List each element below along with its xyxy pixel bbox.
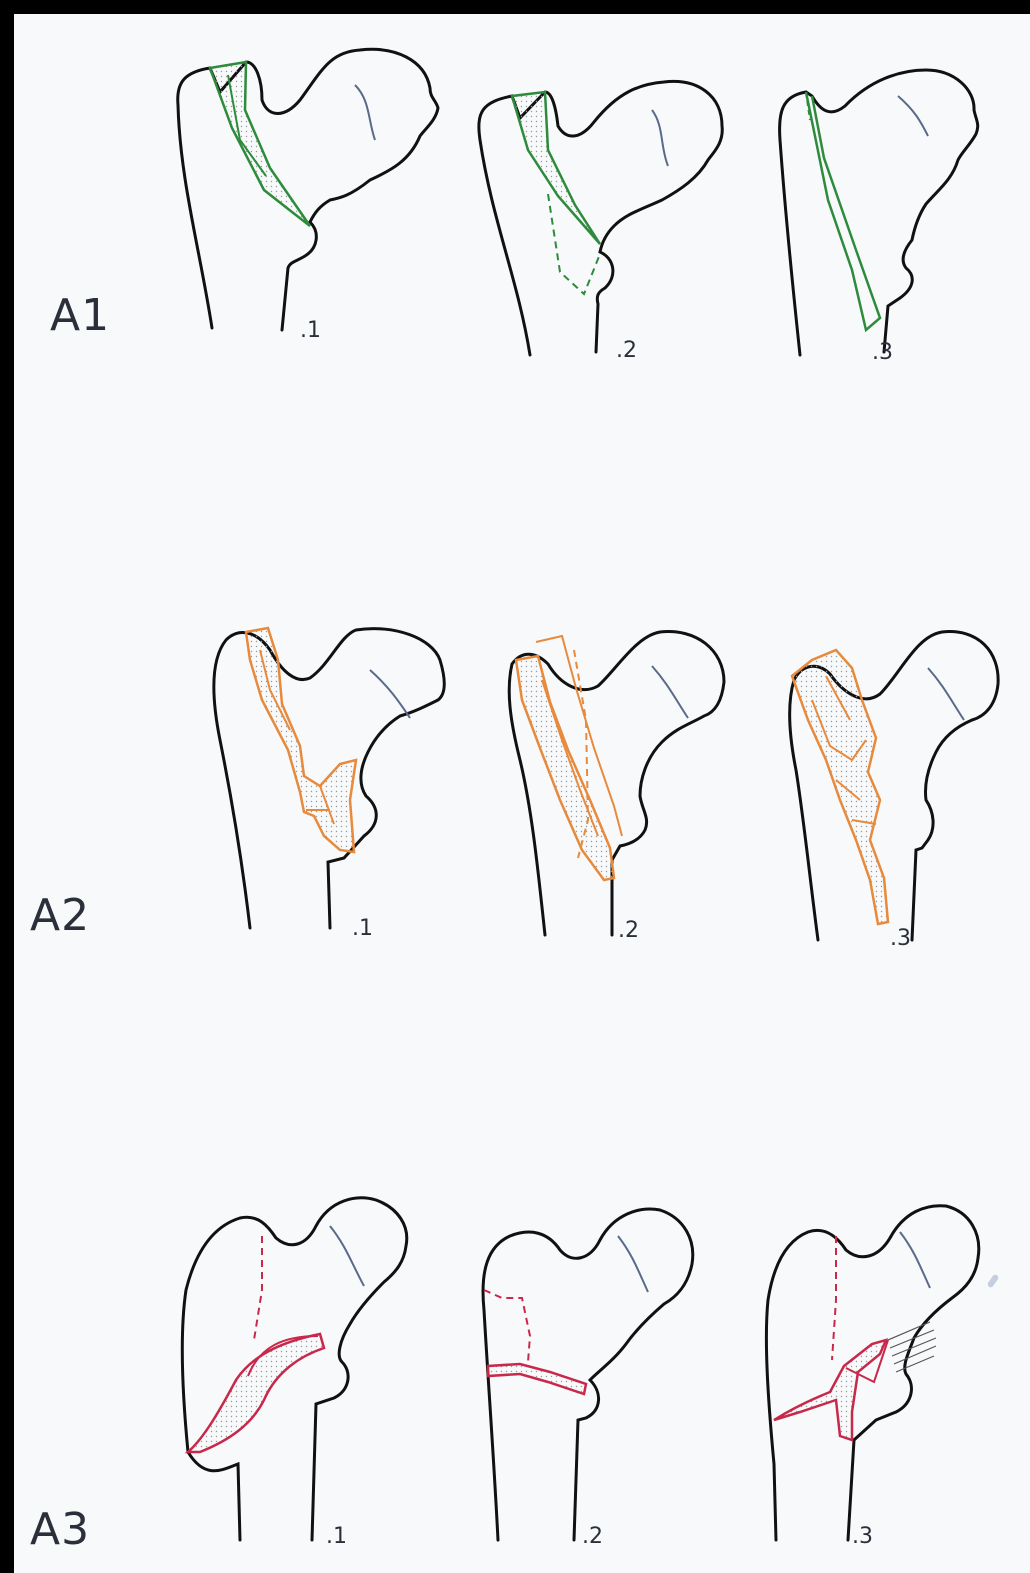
femur-a1-1 [178, 49, 438, 330]
sub-label-a2-1: .1 [352, 916, 373, 941]
bone-outline [479, 81, 722, 355]
femur-a1-3 [780, 70, 978, 355]
row-label-a2: A2 [30, 890, 90, 941]
sub-label-a3-3: .3 [852, 1524, 873, 1549]
bone-outline [182, 1198, 406, 1540]
femur-a3-3 [766, 1206, 978, 1540]
sub-label-a1-2: .2 [616, 338, 637, 363]
femur-a2-2 [509, 632, 724, 935]
sub-label-a3-2: .2 [582, 1524, 603, 1549]
fracture-line [516, 656, 614, 880]
row-label-a1: A1 [50, 290, 110, 341]
sub-label-a2-3: .3 [890, 926, 911, 951]
fracture-line [488, 1364, 586, 1394]
sub-label-a1-1: .1 [300, 318, 321, 343]
femur-a2-3 [790, 632, 998, 940]
sub-label-a3-1: .1 [326, 1524, 347, 1549]
sub-label-a2-2: .2 [618, 918, 639, 943]
sub-label-a1-3: .3 [872, 340, 893, 365]
femur-a3-1 [182, 1198, 406, 1540]
row-label-a3: A3 [30, 1504, 90, 1555]
fracture-line [806, 92, 880, 330]
fracture-line [792, 650, 888, 924]
bone-outline [178, 49, 438, 330]
femur-a2-1 [214, 628, 444, 928]
fracture-line [188, 1334, 324, 1452]
femur-a1-2 [479, 81, 722, 355]
femur-a3-2 [483, 1209, 693, 1540]
bone-outline [766, 1206, 978, 1540]
